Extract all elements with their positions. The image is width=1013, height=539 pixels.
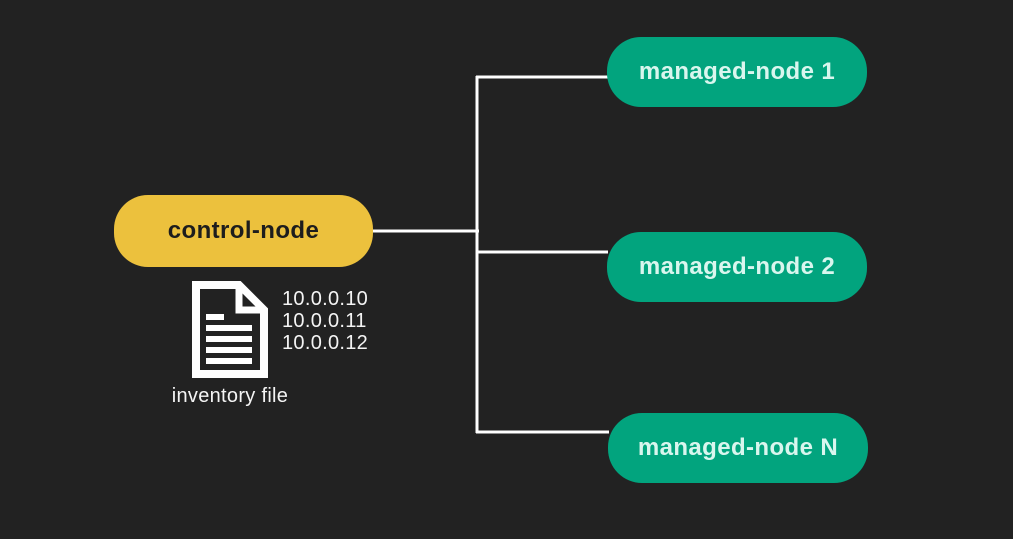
inventory-file-caption: inventory file [171,385,289,407]
control-node-label: control-node [167,217,320,244]
managed-node-1: managed-node 1 [607,37,867,107]
managed-node-n-label: managed-node N [637,434,839,461]
document-page [192,281,268,378]
document-icon [192,276,273,378]
inventory-ip-3: 10.0.0.12 [282,332,369,354]
control-node: control-node [114,195,373,267]
managed-node-n: managed-node N [608,413,868,483]
inventory-ip-2: 10.0.0.11 [282,310,367,332]
inventory-ip-list: 10.0.0.10 10.0.0.11 10.0.0.12 [282,288,368,354]
document-fold [235,276,273,314]
document-text-bars [206,314,252,364]
inventory-ip-1: 10.0.0.10 [282,288,369,310]
managed-node-2: managed-node 2 [607,232,867,302]
managed-node-1-label: managed-node 1 [638,58,836,85]
managed-node-2-label: managed-node 2 [638,253,836,280]
